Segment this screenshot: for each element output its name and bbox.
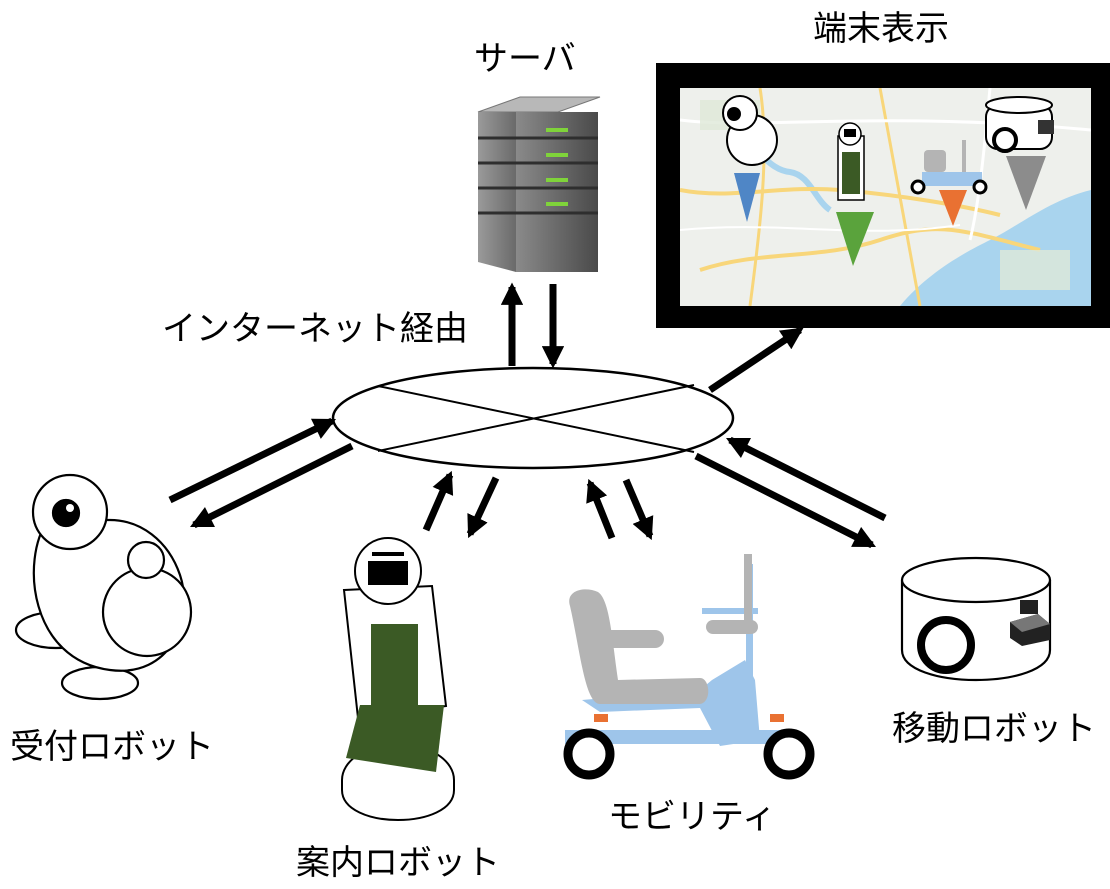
connection-arrows — [168, 282, 887, 549]
map-marker-mobility — [910, 140, 988, 226]
reception-robot-label: 受付ロボット — [10, 727, 214, 767]
server-label: サーバ — [474, 39, 576, 79]
server-icon — [477, 96, 601, 272]
map-image — [680, 88, 1091, 306]
arrow-hub-to-reception — [189, 442, 354, 529]
server-rack-units — [478, 136, 598, 215]
arrow-hub-to-display — [708, 327, 804, 393]
mobile-robot-label: 移動ロボット — [892, 709, 1096, 749]
map-marker-guide-robot — [836, 122, 874, 266]
server-status-lights — [546, 128, 568, 206]
internet-hub — [331, 366, 735, 470]
arrow-hub-to-mobility — [622, 478, 654, 541]
terminal-display-label: 端末表示 — [813, 9, 949, 49]
arrow-guide-to-hub — [422, 470, 454, 532]
map-marker-mobile-robot — [985, 96, 1054, 210]
map-marker-reception-robot — [722, 95, 778, 222]
guide-robot-icon — [341, 537, 455, 821]
mobility-label: モビリティ — [608, 797, 776, 837]
arrow-mobile-to-hub — [725, 436, 887, 522]
arrow-reception-to-hub — [168, 417, 337, 504]
mobile-robot-icon — [900, 556, 1052, 682]
guide-robot-label: 案内ロボット — [296, 843, 500, 883]
terminal-display — [656, 63, 1110, 328]
arrow-mobility-to-hub — [586, 478, 616, 540]
mobility-icon — [563, 554, 815, 780]
arrow-hub-to-mobile — [694, 452, 876, 549]
reception-robot-icon — [14, 473, 193, 701]
internet-label: インターネット経由 — [162, 309, 468, 349]
arrow-hub-to-guide — [466, 476, 500, 539]
